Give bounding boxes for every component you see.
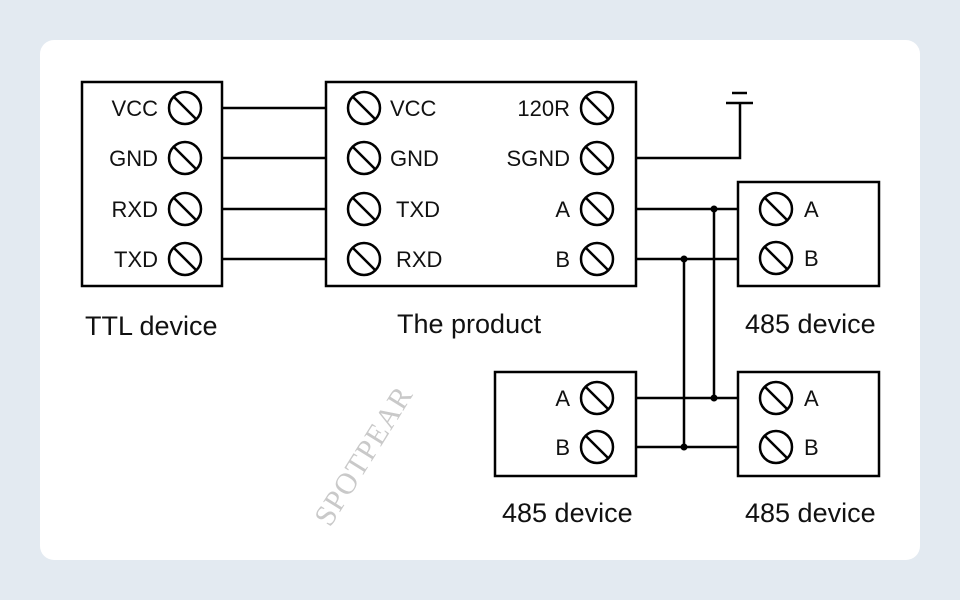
ttl-device-caption: TTL device bbox=[85, 311, 218, 341]
rs485-pin-label: A bbox=[804, 197, 819, 222]
screw-terminal-icon bbox=[579, 191, 615, 227]
junction-dot bbox=[680, 255, 688, 263]
screw-terminal-icon bbox=[579, 429, 615, 465]
screw-terminal-icon bbox=[758, 191, 794, 227]
junction-dot bbox=[680, 443, 688, 451]
screw-terminal-icon bbox=[758, 429, 794, 465]
screw-terminal-icon bbox=[167, 90, 203, 126]
product-right-pin-label: 120R bbox=[517, 96, 570, 121]
screw-terminal-icon bbox=[758, 240, 794, 276]
rs485-device-caption: 485 device bbox=[745, 309, 876, 339]
ttl-pin-label: VCC bbox=[112, 96, 159, 121]
screw-terminal-icon bbox=[758, 380, 794, 416]
product-box bbox=[324, 80, 638, 288]
screw-terminals bbox=[167, 90, 794, 465]
rs485-pin-label: B bbox=[804, 246, 819, 271]
screw-terminal-icon bbox=[346, 140, 382, 176]
screw-terminal-icon bbox=[579, 241, 615, 277]
junction-dots bbox=[680, 205, 718, 451]
product-right-pin-label: B bbox=[555, 247, 570, 272]
screw-terminal-icon bbox=[346, 90, 382, 126]
junction-dot bbox=[710, 394, 718, 402]
rs485-bus bbox=[636, 207, 738, 449]
screw-terminal-icon bbox=[579, 90, 615, 126]
product-left-pin-label: GND bbox=[390, 146, 439, 171]
product-left-pin-label: RXD bbox=[396, 247, 442, 272]
screw-terminal-icon bbox=[346, 241, 382, 277]
screw-terminal-icon bbox=[346, 191, 382, 227]
rs485-device-caption: 485 device bbox=[502, 498, 633, 528]
watermark: SPOTPEAR bbox=[308, 380, 420, 532]
rs485-pin-label: A bbox=[804, 386, 819, 411]
product-right-pin-label: A bbox=[555, 197, 570, 222]
ground-icon bbox=[726, 91, 753, 105]
screw-terminal-icon bbox=[167, 191, 203, 227]
product-left-pin-label: TXD bbox=[396, 197, 440, 222]
rs485-device-caption: 485 device bbox=[745, 498, 876, 528]
rs485-pin-label: B bbox=[804, 435, 819, 460]
diagram-card bbox=[40, 40, 920, 560]
rs485-device-2-box bbox=[493, 370, 638, 478]
ttl-pin-label: TXD bbox=[114, 247, 158, 272]
ttl-wires bbox=[222, 106, 326, 261]
product-left-pin-label: VCC bbox=[390, 96, 437, 121]
product-caption: The product bbox=[397, 309, 542, 339]
rs485-pin-label: A bbox=[555, 386, 570, 411]
sgnd-wire bbox=[636, 103, 742, 160]
ttl-pin-label: GND bbox=[109, 146, 158, 171]
rs485-device-1-box bbox=[736, 180, 881, 288]
rs485-pin-label: B bbox=[555, 435, 570, 460]
product-right-pin-label: SGND bbox=[506, 146, 570, 171]
rs485-device-3-box bbox=[736, 370, 881, 478]
screw-terminal-icon bbox=[167, 241, 203, 277]
screw-terminal-icon bbox=[167, 140, 203, 176]
screw-terminal-icon bbox=[579, 380, 615, 416]
ttl-device-box bbox=[80, 80, 224, 288]
junction-dot bbox=[710, 205, 718, 213]
ttl-pin-label: RXD bbox=[112, 197, 158, 222]
screw-terminal-icon bbox=[579, 140, 615, 176]
